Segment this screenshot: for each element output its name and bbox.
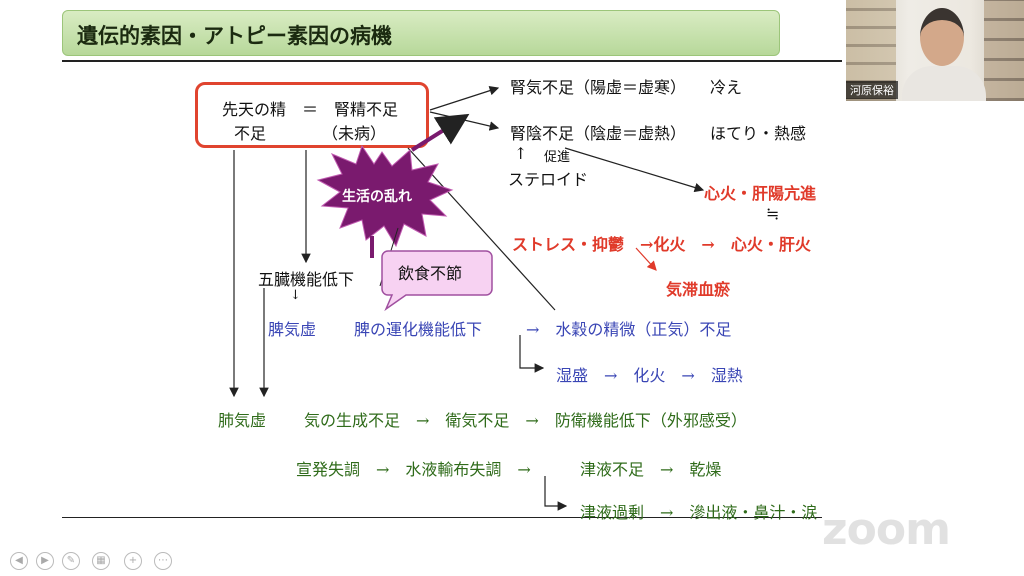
qi-generation-row: 気の生成不足 → 衛気不足 → 防衛機能低下（外邪感受） bbox=[304, 411, 747, 430]
zoom-watermark: zoom bbox=[822, 504, 951, 555]
dampness-row: 湿盛 → 化火 → 湿熱 bbox=[556, 366, 743, 385]
qi-stagnation-label: 気滞血瘀 bbox=[666, 280, 731, 299]
pen-icon[interactable]: ✎ bbox=[62, 552, 80, 570]
participant-video[interactable]: 河原保裕 bbox=[846, 0, 1024, 101]
callout-shape bbox=[381, 250, 493, 312]
spleen-transport-label: 脾の運化機能低下 bbox=[354, 320, 483, 339]
zoom-in-icon[interactable]: + bbox=[124, 552, 142, 570]
person-body bbox=[902, 66, 986, 101]
to-fire-label: →化火 → 心火・肝火 bbox=[640, 235, 811, 254]
congenital-box bbox=[195, 82, 429, 148]
box-line-1: 先天の精 ＝ 腎精不足 bbox=[222, 100, 399, 119]
five-organs-label: 五臓機能低下 bbox=[258, 270, 355, 289]
kidney-yin-def: 腎陰不足（陰虚＝虚熱） ほてり・熱感 bbox=[510, 124, 807, 143]
title-underline bbox=[62, 60, 842, 62]
spleen-def-label: 脾気虚 bbox=[268, 320, 317, 339]
slides-icon[interactable]: ▦ bbox=[92, 552, 110, 570]
up-arrow: ↑ bbox=[514, 144, 528, 163]
slide-title: 遺伝的素因・アトピー素因の病機 bbox=[77, 24, 392, 48]
prev-slide-icon[interactable]: ◀ bbox=[10, 552, 28, 570]
dispersion-row: 宣発失調 → 水液輸布失調 → bbox=[296, 460, 531, 479]
callout-label: 飲食不節 bbox=[398, 264, 463, 283]
slide-title-bar: 遺伝的素因・アトピー素因の病機 bbox=[62, 10, 780, 56]
approx-sign: ≒ bbox=[766, 204, 780, 223]
kidney-qi-def: 腎気不足（陽虚＝虚寒） 冷え bbox=[510, 78, 743, 97]
next-slide-icon[interactable]: ▶ bbox=[36, 552, 54, 570]
steroid-label: ステロイド bbox=[508, 170, 589, 189]
lung-def-label: 肺気虚 bbox=[218, 411, 267, 430]
heart-fire-label: 心火・肝陽亢進 bbox=[704, 184, 817, 203]
stress-label: ストレス・抑鬱 bbox=[512, 235, 625, 254]
bottom-rule bbox=[62, 517, 822, 518]
promote-label: 促進 bbox=[544, 150, 571, 165]
fluid-excess-row: 津液過剰 → 滲出液・鼻汁・涙 bbox=[580, 503, 818, 522]
participant-name: 河原保裕 bbox=[846, 81, 898, 99]
person-head bbox=[920, 8, 964, 66]
starburst-shape bbox=[316, 144, 454, 248]
down-arrow: ↓ bbox=[290, 288, 301, 303]
bookshelf-right bbox=[984, 0, 1024, 101]
box-line-2: 不足 （未病） bbox=[234, 124, 387, 143]
starburst-label: 生活の乱れ bbox=[342, 189, 412, 205]
fluid-shortage-row: 津液不足 → 乾燥 bbox=[580, 460, 722, 479]
essence-label: → 水穀の精微（正気）不足 bbox=[526, 320, 732, 339]
more-options-icon[interactable]: ⋯ bbox=[154, 552, 172, 570]
